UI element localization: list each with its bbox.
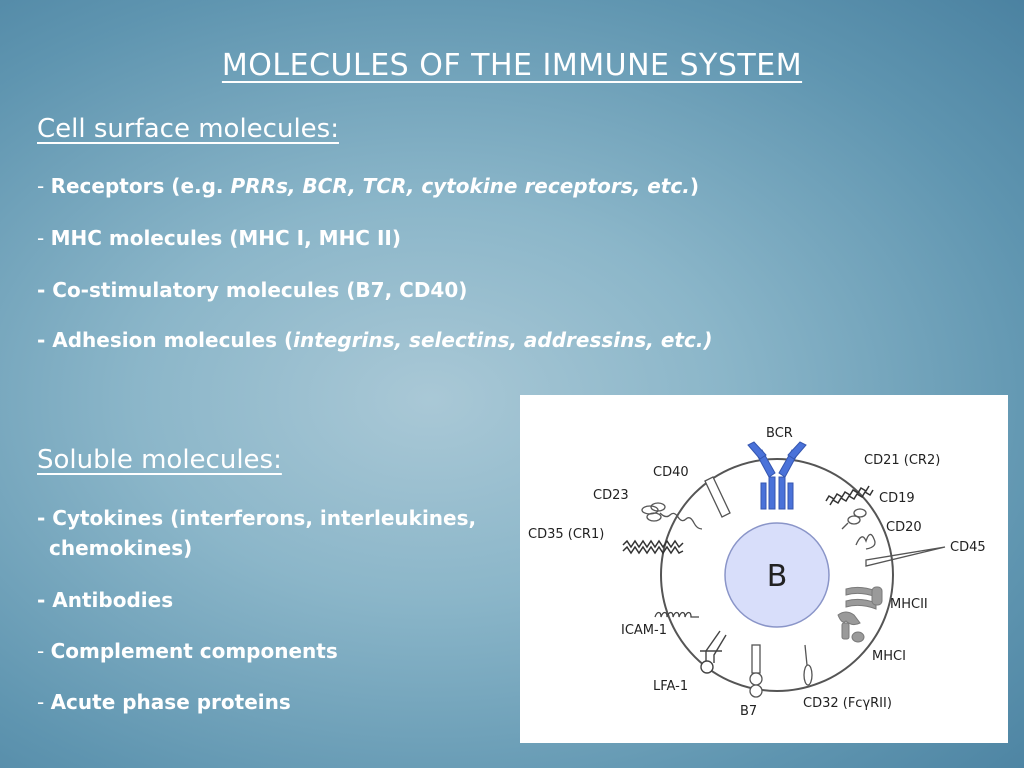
cell-membrane	[660, 458, 894, 692]
mhcii-receptor	[845, 586, 883, 610]
b-cell-svg: B BCR CD40 CD23	[528, 426, 986, 719]
label-mhci: MHCI	[872, 649, 906, 664]
lfa1-receptor	[700, 630, 727, 674]
label-cd21: CD21 (CR2)	[864, 453, 940, 468]
label-cd23: CD23	[593, 488, 629, 503]
label-cd20: CD20	[886, 520, 922, 535]
label-cd32: CD32 (FcγRII)	[803, 696, 892, 711]
b7-receptor	[749, 644, 763, 698]
bullet-costimulatory: - Co-stimulatory molecules (B7, CD40)	[37, 278, 468, 302]
cd40-receptor	[704, 476, 731, 518]
bullet-antibodies: - Antibodies	[37, 588, 174, 612]
bullet-acute-phase: - Acute phase proteins	[37, 690, 291, 714]
label-cd19: CD19	[879, 491, 915, 506]
cd19-receptor	[841, 508, 867, 530]
bullet-receptors: - Receptors (e.g. PRRs, BCR, TCR, cytoki…	[37, 174, 699, 198]
cd32-receptor	[803, 644, 813, 686]
label-cd40: CD40	[653, 465, 689, 480]
nucleus	[724, 522, 830, 628]
bullet-cytokines: - Cytokines (interferons, interleukines,…	[37, 506, 477, 560]
bullet-mhc: - MHC molecules (MHC I, MHC II)	[37, 226, 401, 250]
label-mhcii: MHCII	[890, 597, 928, 612]
cd21-receptor	[825, 485, 874, 506]
bcr-receptor	[747, 441, 807, 510]
bullet-complement: - Complement components	[37, 639, 338, 663]
soluble-heading: Soluble molecules:	[37, 445, 282, 475]
label-b7: B7	[740, 704, 757, 719]
label-icam1: ICAM-1	[621, 623, 667, 638]
bullet-adhesion: - Adhesion molecules (integrins, selecti…	[37, 328, 713, 352]
slide-title: MOLECULES OF THE IMMUNE SYSTEM	[221, 48, 803, 83]
label-cd45: CD45	[950, 540, 986, 555]
cell-surface-heading: Cell surface molecules:	[37, 114, 339, 144]
cd35-receptor	[622, 539, 684, 555]
cd23-receptor	[641, 502, 703, 530]
label-bcr: BCR	[766, 426, 793, 441]
label-lfa1: LFA-1	[653, 679, 688, 694]
nucleus-label: B	[767, 559, 788, 594]
icam1-receptor	[654, 611, 699, 618]
cd20-receptor	[855, 533, 876, 550]
label-cd35: CD35 (CR1)	[528, 527, 604, 542]
mhci-receptor	[837, 611, 865, 643]
cd45-receptor	[865, 546, 946, 567]
b-cell-diagram: B BCR CD40 CD23	[520, 395, 1008, 743]
